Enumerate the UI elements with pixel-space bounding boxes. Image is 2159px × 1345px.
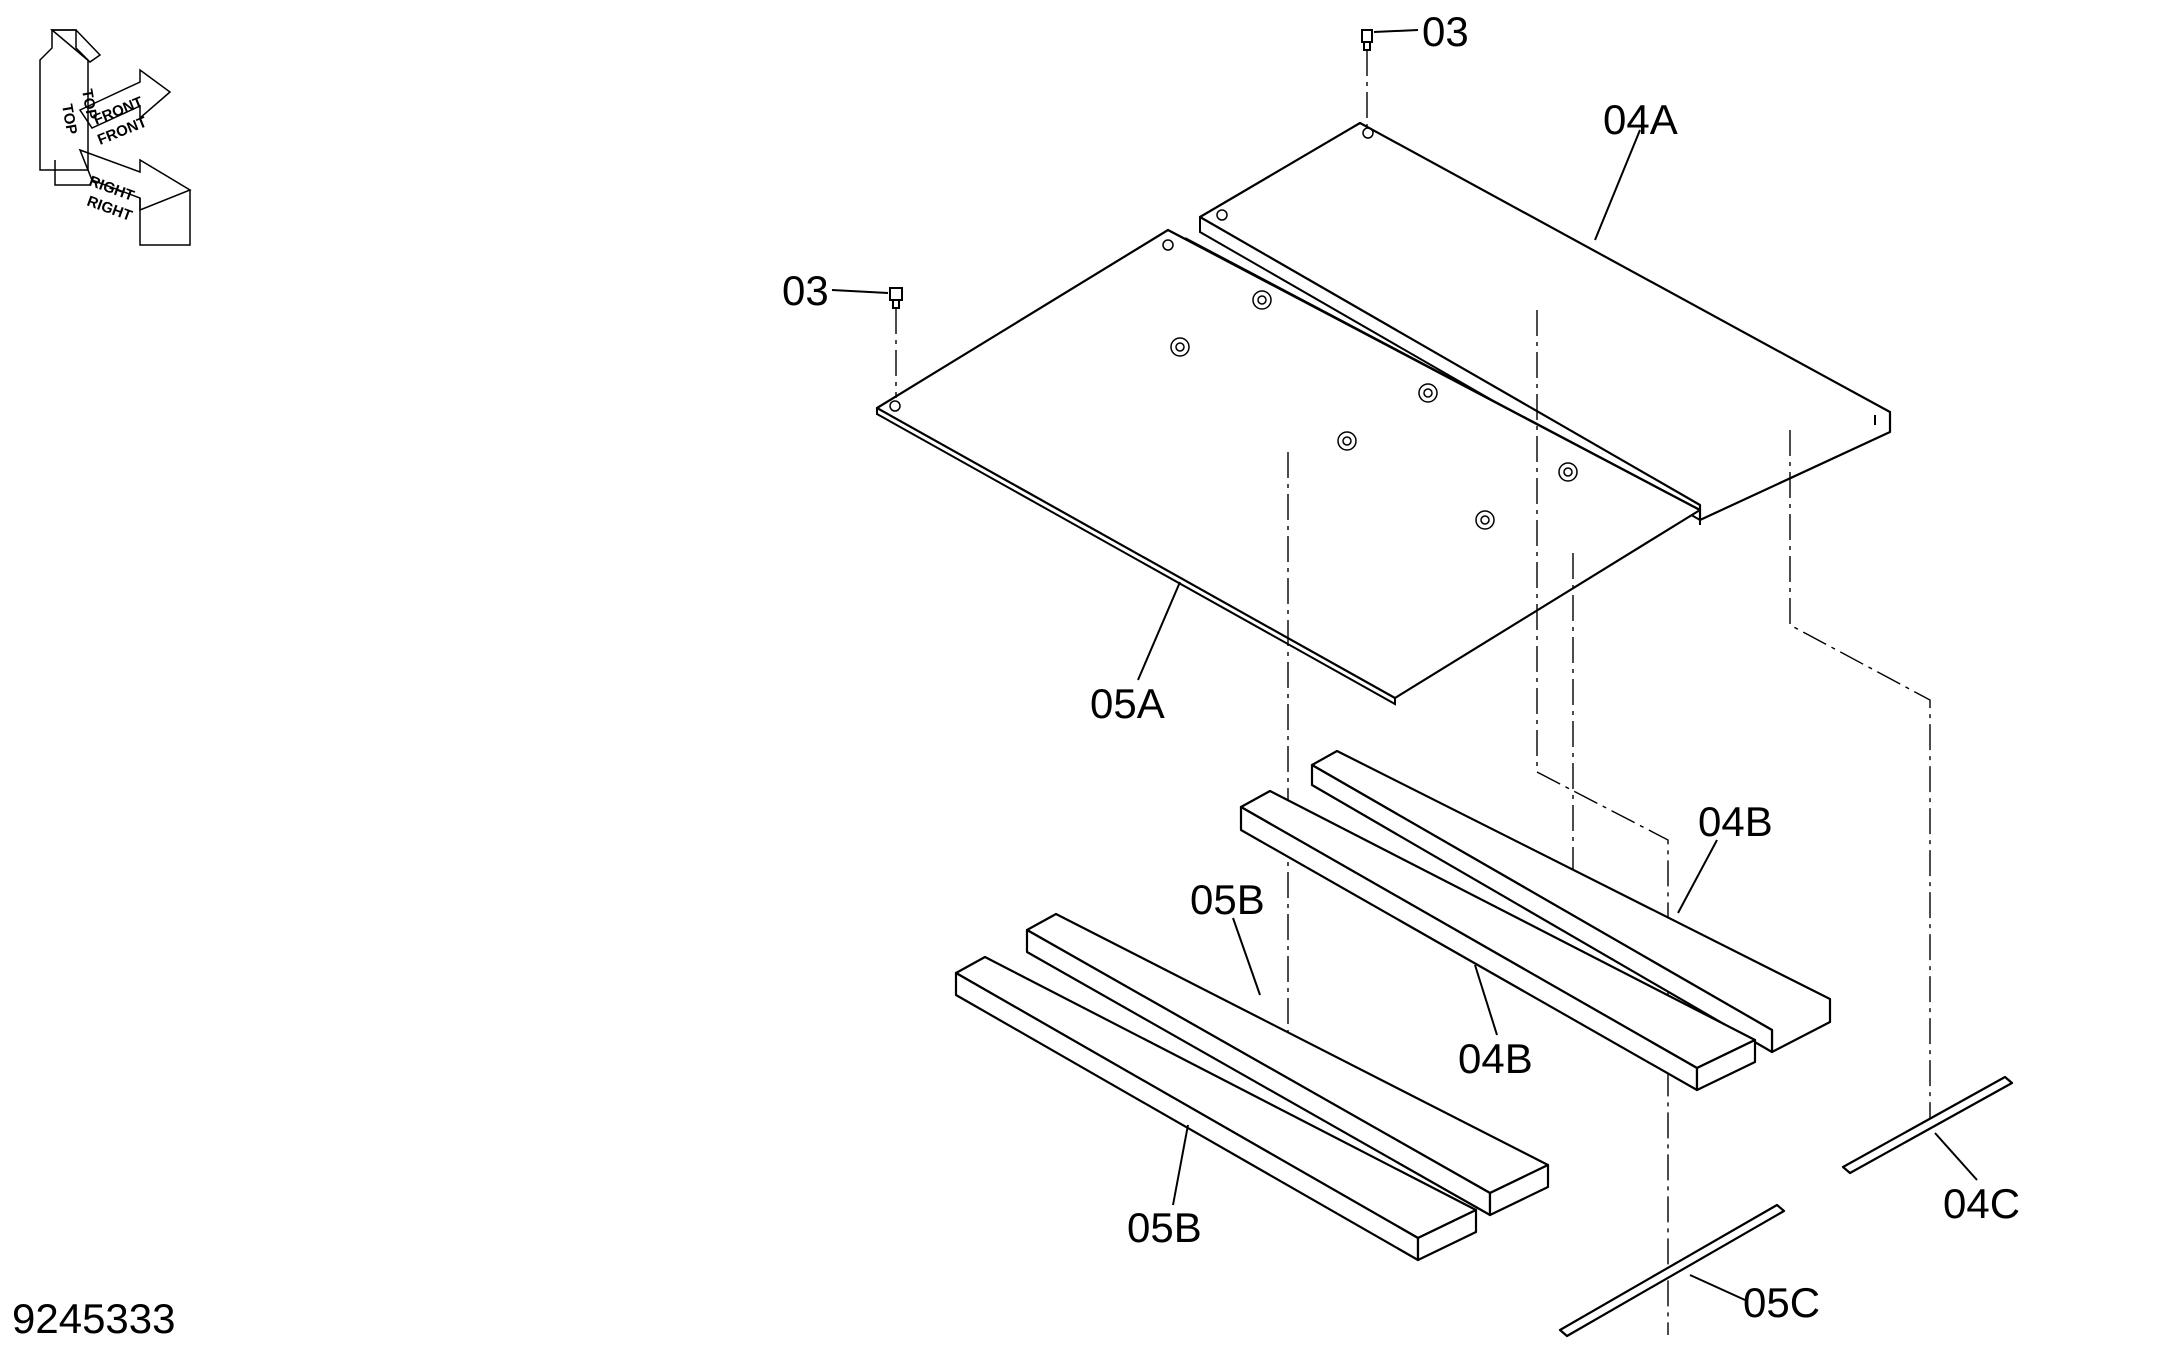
callout-04b-front: 04B: [1458, 1035, 1533, 1082]
callout-05c: 05C: [1743, 1279, 1820, 1326]
callout-05b-lower: 05B: [1127, 1204, 1202, 1251]
drawing-number: 9245333: [12, 1295, 176, 1340]
callout-04a: 04A: [1603, 96, 1678, 143]
alignment-lines: [1287, 310, 1931, 1335]
callout-03-top: 03: [1422, 8, 1469, 55]
strip-05c: [1558, 1203, 1786, 1338]
bolt-03-left: [831, 287, 903, 398]
pad-04b-rear: [1310, 749, 1832, 1054]
orientation-top-label: TOP: [58, 103, 80, 136]
callout-04c: 04C: [1943, 1180, 2020, 1227]
strip-04c: [1841, 1075, 2014, 1175]
pad-05b-front: [954, 955, 1478, 1262]
callout-05a: 05A: [1090, 680, 1165, 727]
orientation-indicator: TOP TOP FRONT FRONT RIGHT RIGHT: [39, 29, 192, 246]
orientation-top-label-2: TOP: [78, 88, 100, 121]
bolt-03-top: [1361, 29, 1419, 128]
pad-04b-front: [1239, 789, 1757, 1092]
panel-05a-holes: [1170, 290, 1578, 530]
callout-03-left: 03: [782, 267, 829, 314]
callout-04b-rear: 04B: [1698, 798, 1773, 845]
leader-lines: [1137, 129, 1978, 1301]
pad-05b-rear: [1025, 912, 1550, 1217]
callout-05b-upper: 05B: [1190, 876, 1265, 923]
